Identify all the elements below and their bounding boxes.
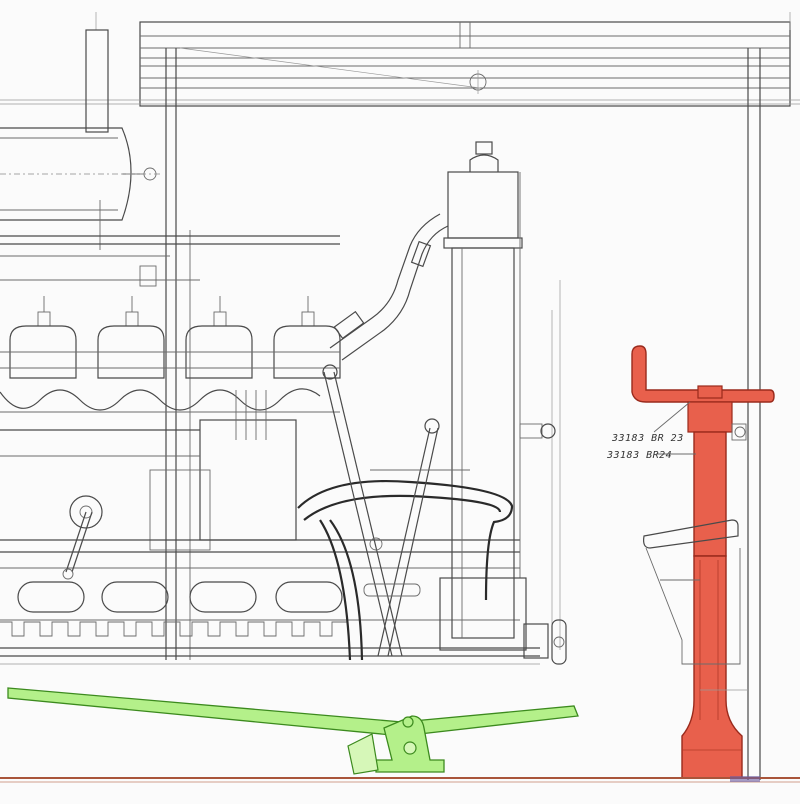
- red-jack-screw: [693, 431, 727, 557]
- part-label-br24: 33183 BR24: [607, 450, 673, 461]
- floor-line: [0, 776, 800, 783]
- red-jack-assembly: [631, 345, 775, 779]
- label-leaders: [653, 401, 696, 455]
- horizontal-rails: [0, 235, 340, 287]
- red-jack-base: [681, 555, 743, 779]
- green-pedal-pad: [347, 733, 379, 775]
- top-frame-beam: [0, 21, 800, 107]
- bent-pipe: [329, 213, 449, 361]
- frame-posts: [95, 12, 791, 780]
- lower-ports: [0, 581, 540, 665]
- engine-block: [0, 390, 520, 569]
- tall-column: [439, 141, 527, 651]
- arched-linkage: [297, 364, 514, 661]
- crank-linkage: [62, 495, 103, 580]
- exhaust-tank: [0, 29, 160, 250]
- part-label-br23: 33183 BR 23: [612, 433, 684, 444]
- green-pedal-assembly: [7, 687, 579, 775]
- seat-bracket: [643, 423, 748, 691]
- cylinder-heads: [0, 296, 341, 413]
- green-pedal-lever: [7, 687, 579, 737]
- right-bracket: [519, 423, 567, 665]
